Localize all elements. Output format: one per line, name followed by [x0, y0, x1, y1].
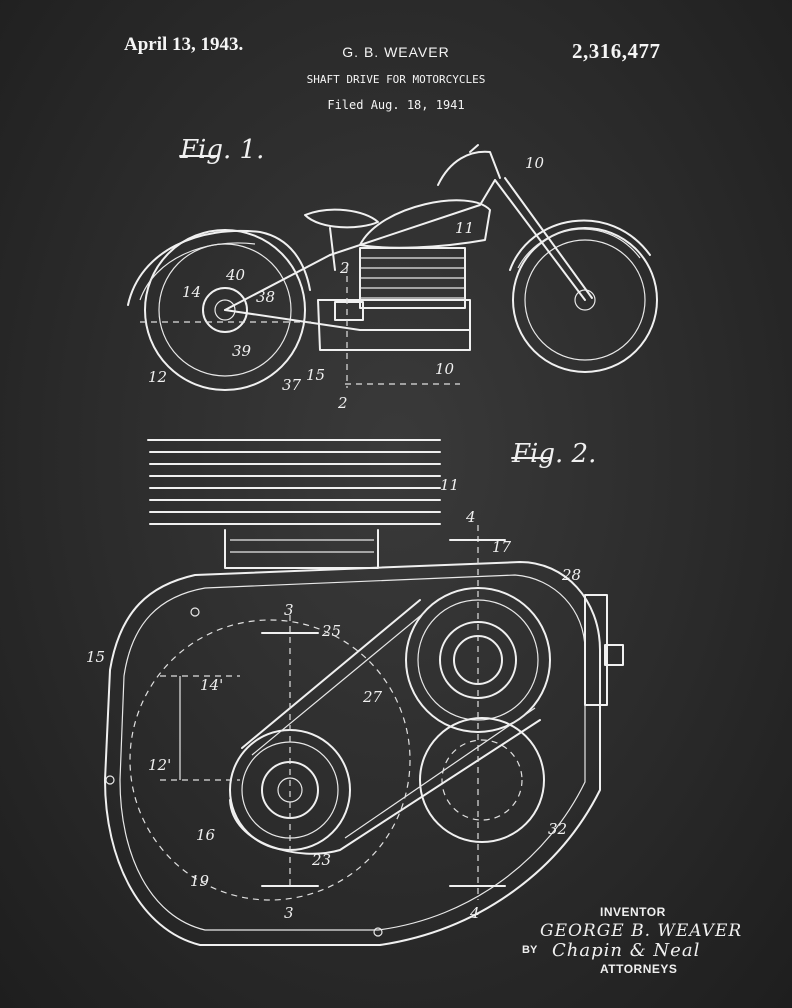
fig2-ref: 11 — [440, 476, 459, 494]
fig2-ref: 3 — [284, 904, 294, 922]
fig2-label: Fig. 2. — [511, 439, 596, 469]
fig1-ref: 2 — [339, 259, 350, 277]
fig1-ref: 11 — [455, 219, 474, 237]
fig2-ref: 28 — [561, 566, 581, 584]
fig2-ref: 12' — [148, 756, 171, 774]
fig2-ref: 17 — [492, 538, 512, 556]
inventor-signature: GEORGE B. WEAVER — [540, 921, 743, 941]
fig2-ref: 3 — [284, 601, 294, 619]
fig2-ref: 14' — [200, 676, 223, 694]
fig1-ref: 10 — [435, 360, 455, 378]
fig2-ref: 15 — [86, 648, 105, 666]
fig1-ref: 38 — [256, 288, 275, 306]
filed-date: Filed Aug. 18, 1941 — [327, 98, 465, 112]
fig2-drive: Fig. 2. — [86, 439, 624, 946]
fig1-ref: 37 — [282, 376, 302, 394]
attorneys-signature: Chapin & Neal — [552, 940, 701, 961]
fig1-ref: 2 — [337, 394, 348, 412]
attorneys-role: ATTORNEYS — [600, 962, 678, 976]
fig2-ref: 4 — [465, 508, 476, 526]
fig2-ref: 32 — [548, 820, 567, 838]
fig1-ref: 40 — [225, 266, 246, 284]
inventor-name: G. B. WEAVER — [342, 44, 450, 60]
fig2-ref: 4 — [469, 904, 480, 922]
fig1-ref: 14 — [182, 283, 201, 301]
fig1-ref: 39 — [232, 342, 252, 360]
fig2-ref: 23 — [311, 851, 331, 869]
fig2-ref: 16 — [196, 826, 216, 844]
fig1-motorcycle: Fig. 1. — [127, 135, 658, 412]
by-label: BY — [522, 944, 538, 956]
patent-date: April 13, 1943. — [124, 34, 244, 55]
fig2-ref: 27 — [362, 688, 383, 706]
fig2-ref: 19 — [190, 872, 210, 890]
fig1-label: Fig. 1. — [179, 135, 264, 165]
inventor-role: INVENTOR — [600, 905, 666, 919]
fig1-ref: 10 — [525, 154, 545, 172]
fig2-ref: 25 — [321, 622, 341, 640]
fig1-ref: 12 — [148, 368, 167, 386]
fig1-ref: 15 — [306, 366, 325, 384]
patent-number: 2,316,477 — [572, 39, 661, 63]
patent-title: SHAFT DRIVE FOR MOTORCYCLES — [306, 73, 486, 86]
